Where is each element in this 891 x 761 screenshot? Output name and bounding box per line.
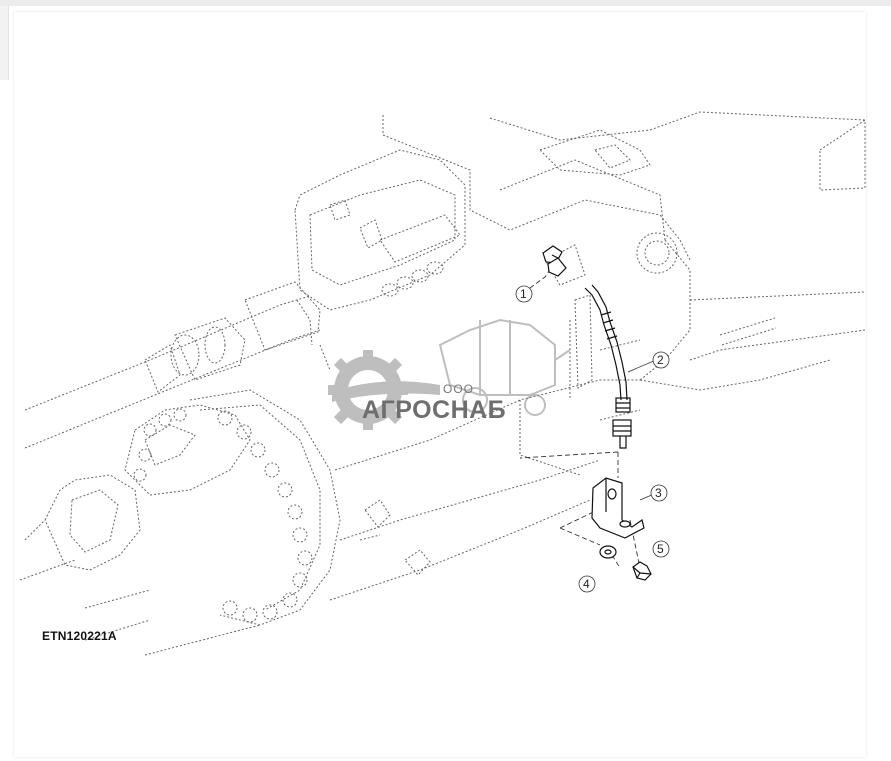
watermark-brand: АГРОСНАБ [362,396,507,424]
browser-top-bar [0,0,891,6]
left-panel-edge [0,6,9,80]
diagram-frame [14,12,866,757]
callout-number: 4 [583,577,590,591]
watermark-logo [328,318,571,430]
callout-4: 4 [578,575,596,593]
watermark-prefix: ООО [443,382,475,396]
bracket-part[interactable] [591,477,645,539]
hose-part[interactable] [584,284,632,449]
callout-number: 3 [655,486,662,500]
washer-part[interactable] [599,545,617,559]
gear-icon [328,350,440,430]
elbow-fitting-part[interactable] [542,245,567,277]
callout-number: 5 [657,542,664,556]
callout-3: 3 [639,484,668,502]
tractor-axle-housing-outline [19,111,866,656]
callout-2: 2 [627,351,670,373]
bolt-part[interactable] [632,561,652,581]
callout-number: 2 [657,353,664,367]
combine-harvester-icon [438,318,571,416]
callout-1: 1 [515,285,533,303]
callout-5: 5 [652,540,670,558]
callout-number: 1 [520,287,527,301]
figure-code: ETN120221A [42,629,117,643]
